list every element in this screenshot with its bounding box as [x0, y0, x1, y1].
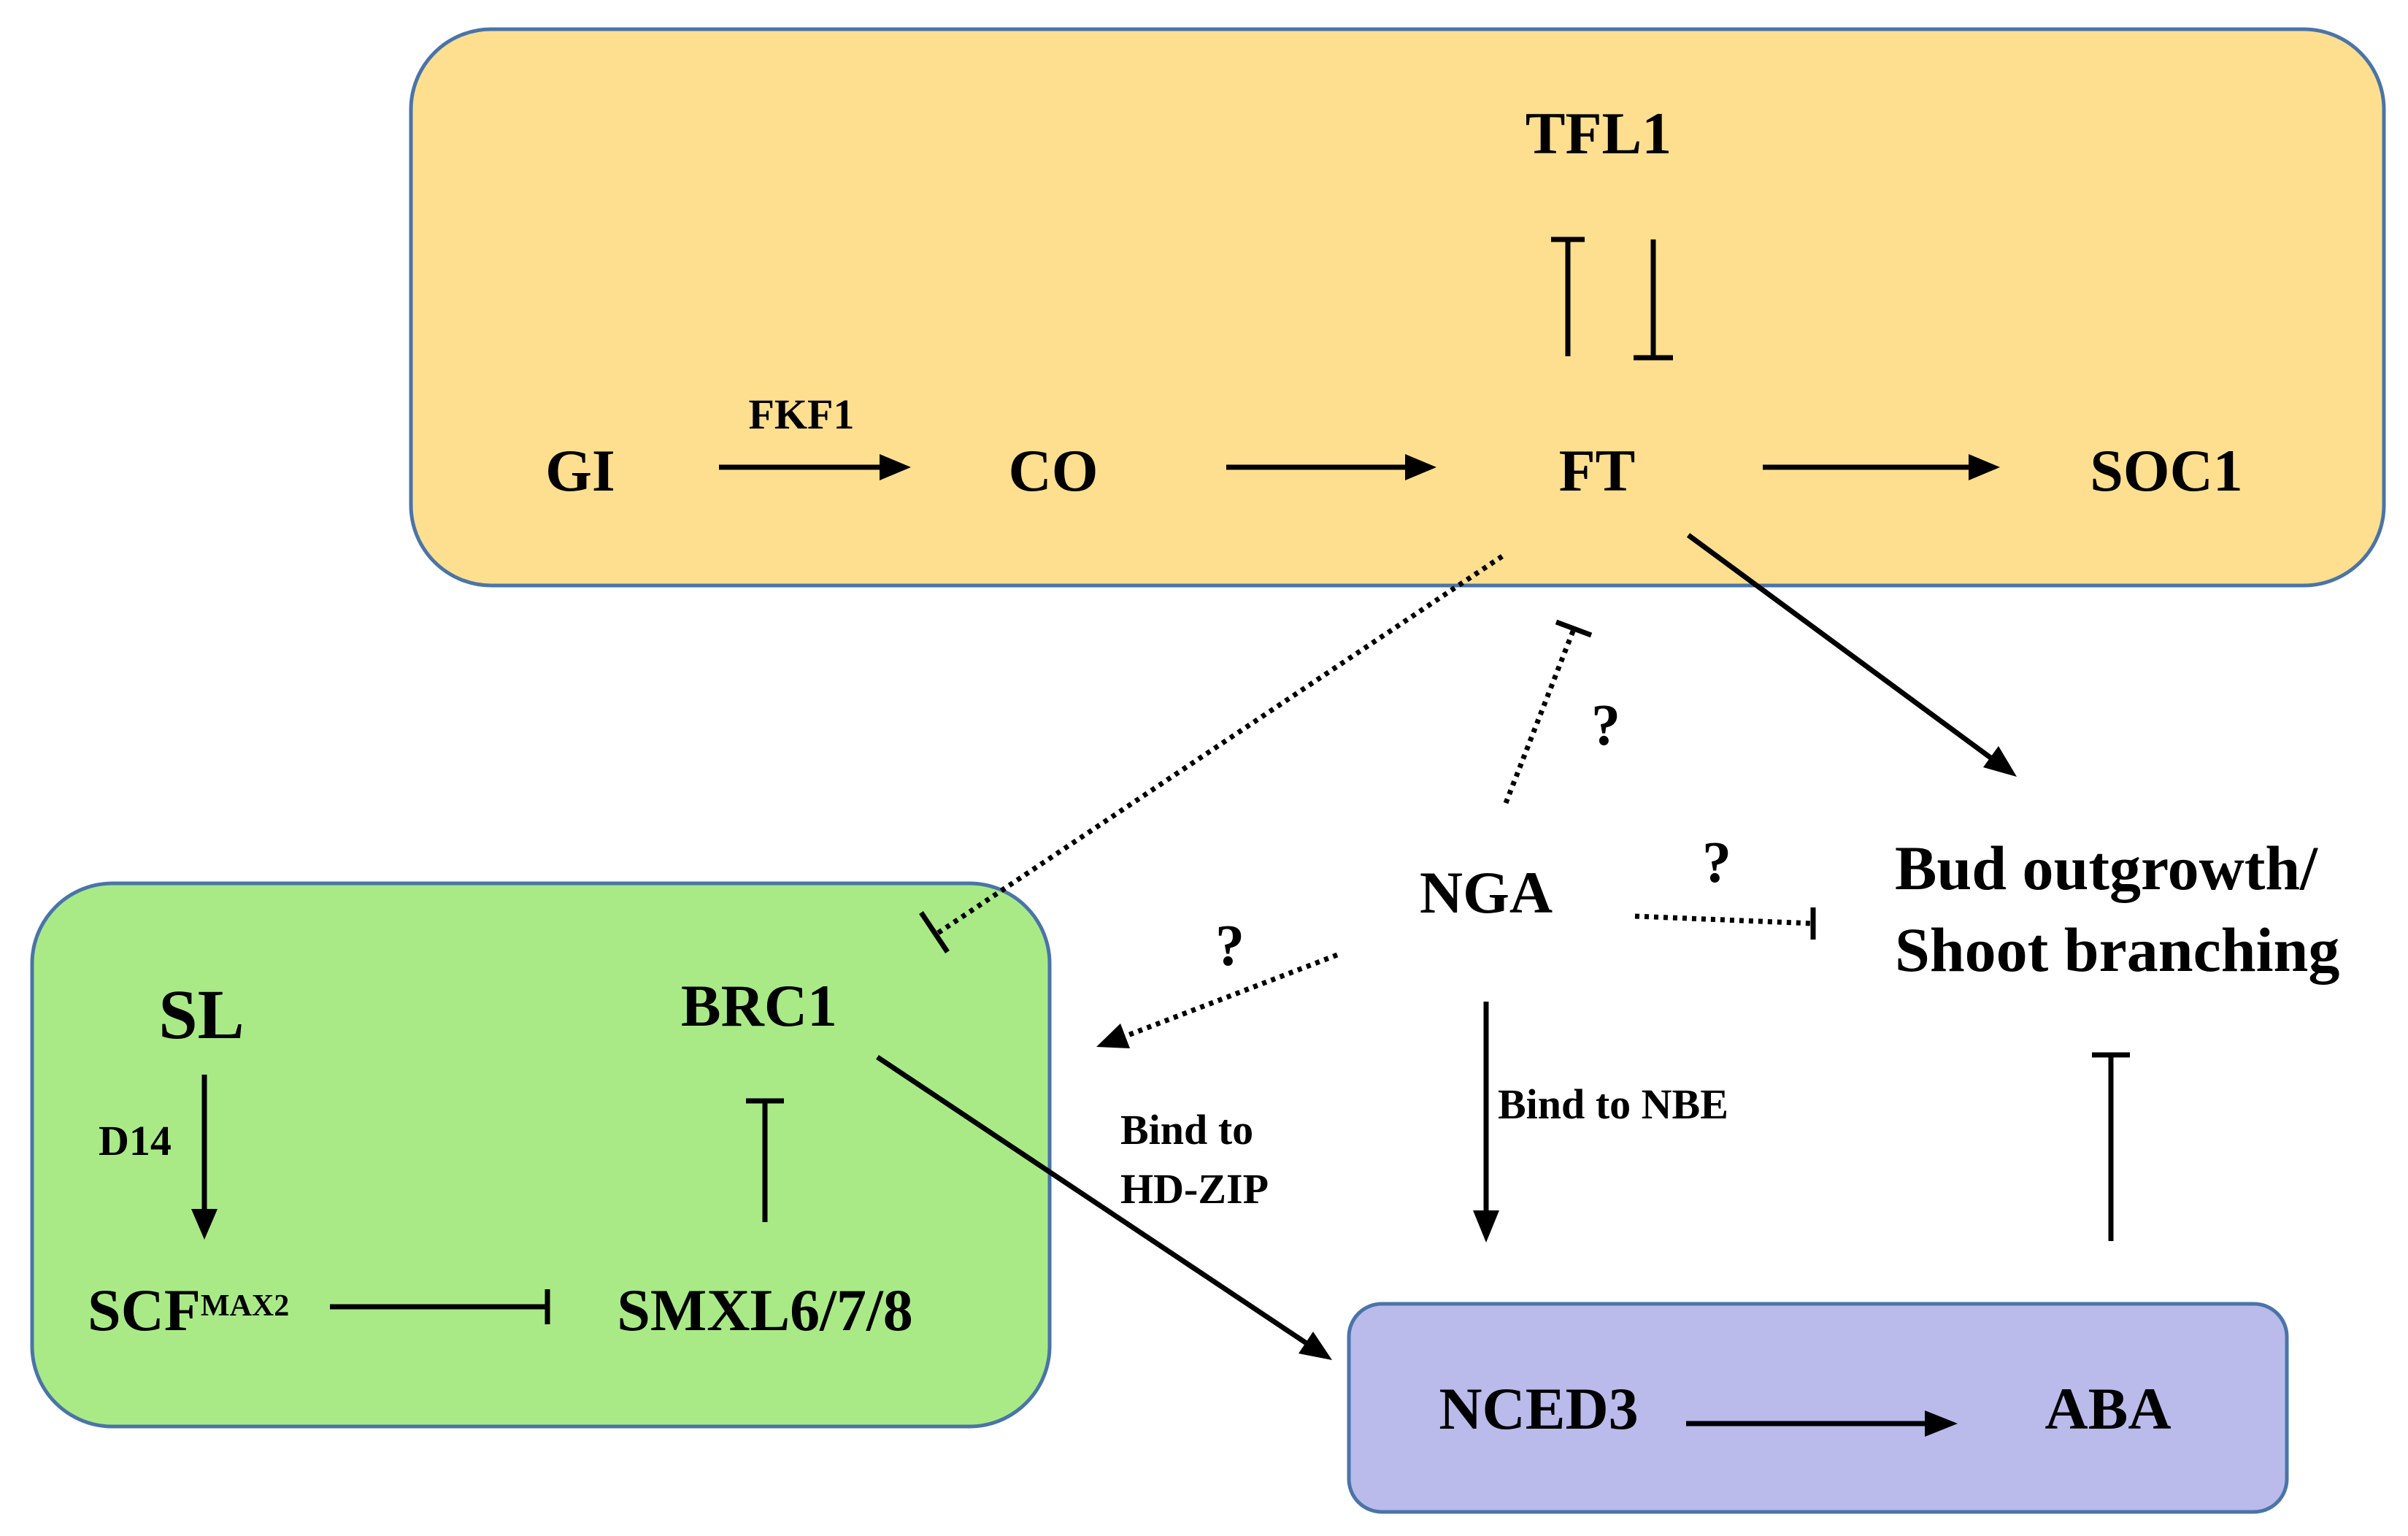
edge-label-bind-hdzip-2: HD-ZIP [1120, 1165, 1269, 1213]
node-nga: NGA [1420, 859, 1553, 926]
question-nga-bud: ? [1702, 831, 1731, 895]
branching-pathway-box [30, 881, 1052, 1429]
edge-sl-scf-arrow [191, 1075, 218, 1240]
node-brc1: BRC1 [681, 972, 837, 1039]
edge-aba-inhibits-bud [2092, 1052, 2130, 1241]
node-co: CO [1009, 437, 1099, 504]
edge-co-ft-arrow [1226, 454, 1436, 480]
question-nga-brc1: ? [1215, 914, 1245, 978]
edge-label-bind-nbe: Bind to NBE [1498, 1080, 1728, 1128]
node-bud-outgrowth-line2: Shoot branching [1895, 915, 2339, 985]
edge-scf-inhibits-smxl [330, 1289, 550, 1324]
edge-ft-inhibits-brc1-dotted [919, 554, 1504, 953]
flowering-pathway-box [409, 27, 2386, 588]
edge-nga-inhibits-ft-dotted [1503, 619, 1593, 805]
edge-ft-inhibits-tfl1 [1551, 237, 1585, 356]
node-ft: FT [1559, 437, 1636, 504]
edge-label-d14: D14 [99, 1117, 172, 1164]
node-sl: SL [158, 975, 244, 1053]
edge-nga-inhibits-bud-dotted [1634, 907, 1816, 940]
node-nced3: NCED3 [1439, 1375, 1638, 1442]
node-scf-max2: SCFMAX2 [88, 1277, 289, 1343]
edge-label-bind-hdzip-1: Bind to [1120, 1106, 1253, 1153]
node-tfl1: TFL1 [1526, 100, 1672, 166]
edge-nga-to-brc1-dotted-arrow [1096, 952, 1339, 1048]
edge-gi-co-arrow [719, 454, 911, 480]
edge-brc1-nced3-arrow [876, 1055, 1332, 1360]
edge-nga-nced3-arrow [1473, 1002, 1499, 1243]
scf-text: SCF [88, 1277, 201, 1343]
node-bud-outgrowth-line1: Bud outgrowth/ [1895, 833, 2318, 903]
node-aba: ABA [2045, 1375, 2171, 1442]
edge-nced3-aba-arrow [1686, 1410, 1958, 1437]
edge-tfl1-inhibits-ft [1634, 239, 1673, 361]
aba-pathway-box [1347, 1302, 2289, 1514]
edge-ft-soc1-arrow [1763, 454, 2000, 480]
node-smxl: SMXL6/7/8 [617, 1277, 912, 1343]
question-ft-nga: ? [1591, 694, 1620, 758]
node-gi: GI [545, 437, 615, 504]
scf-superscript: MAX2 [201, 1289, 289, 1323]
edge-smxl-inhibits-brc1 [746, 1098, 784, 1222]
node-soc1: SOC1 [2090, 437, 2243, 504]
edge-label-fkf1: FKF1 [749, 391, 855, 438]
edge-ft-bud-outgrowth-arrow [1686, 533, 2017, 777]
